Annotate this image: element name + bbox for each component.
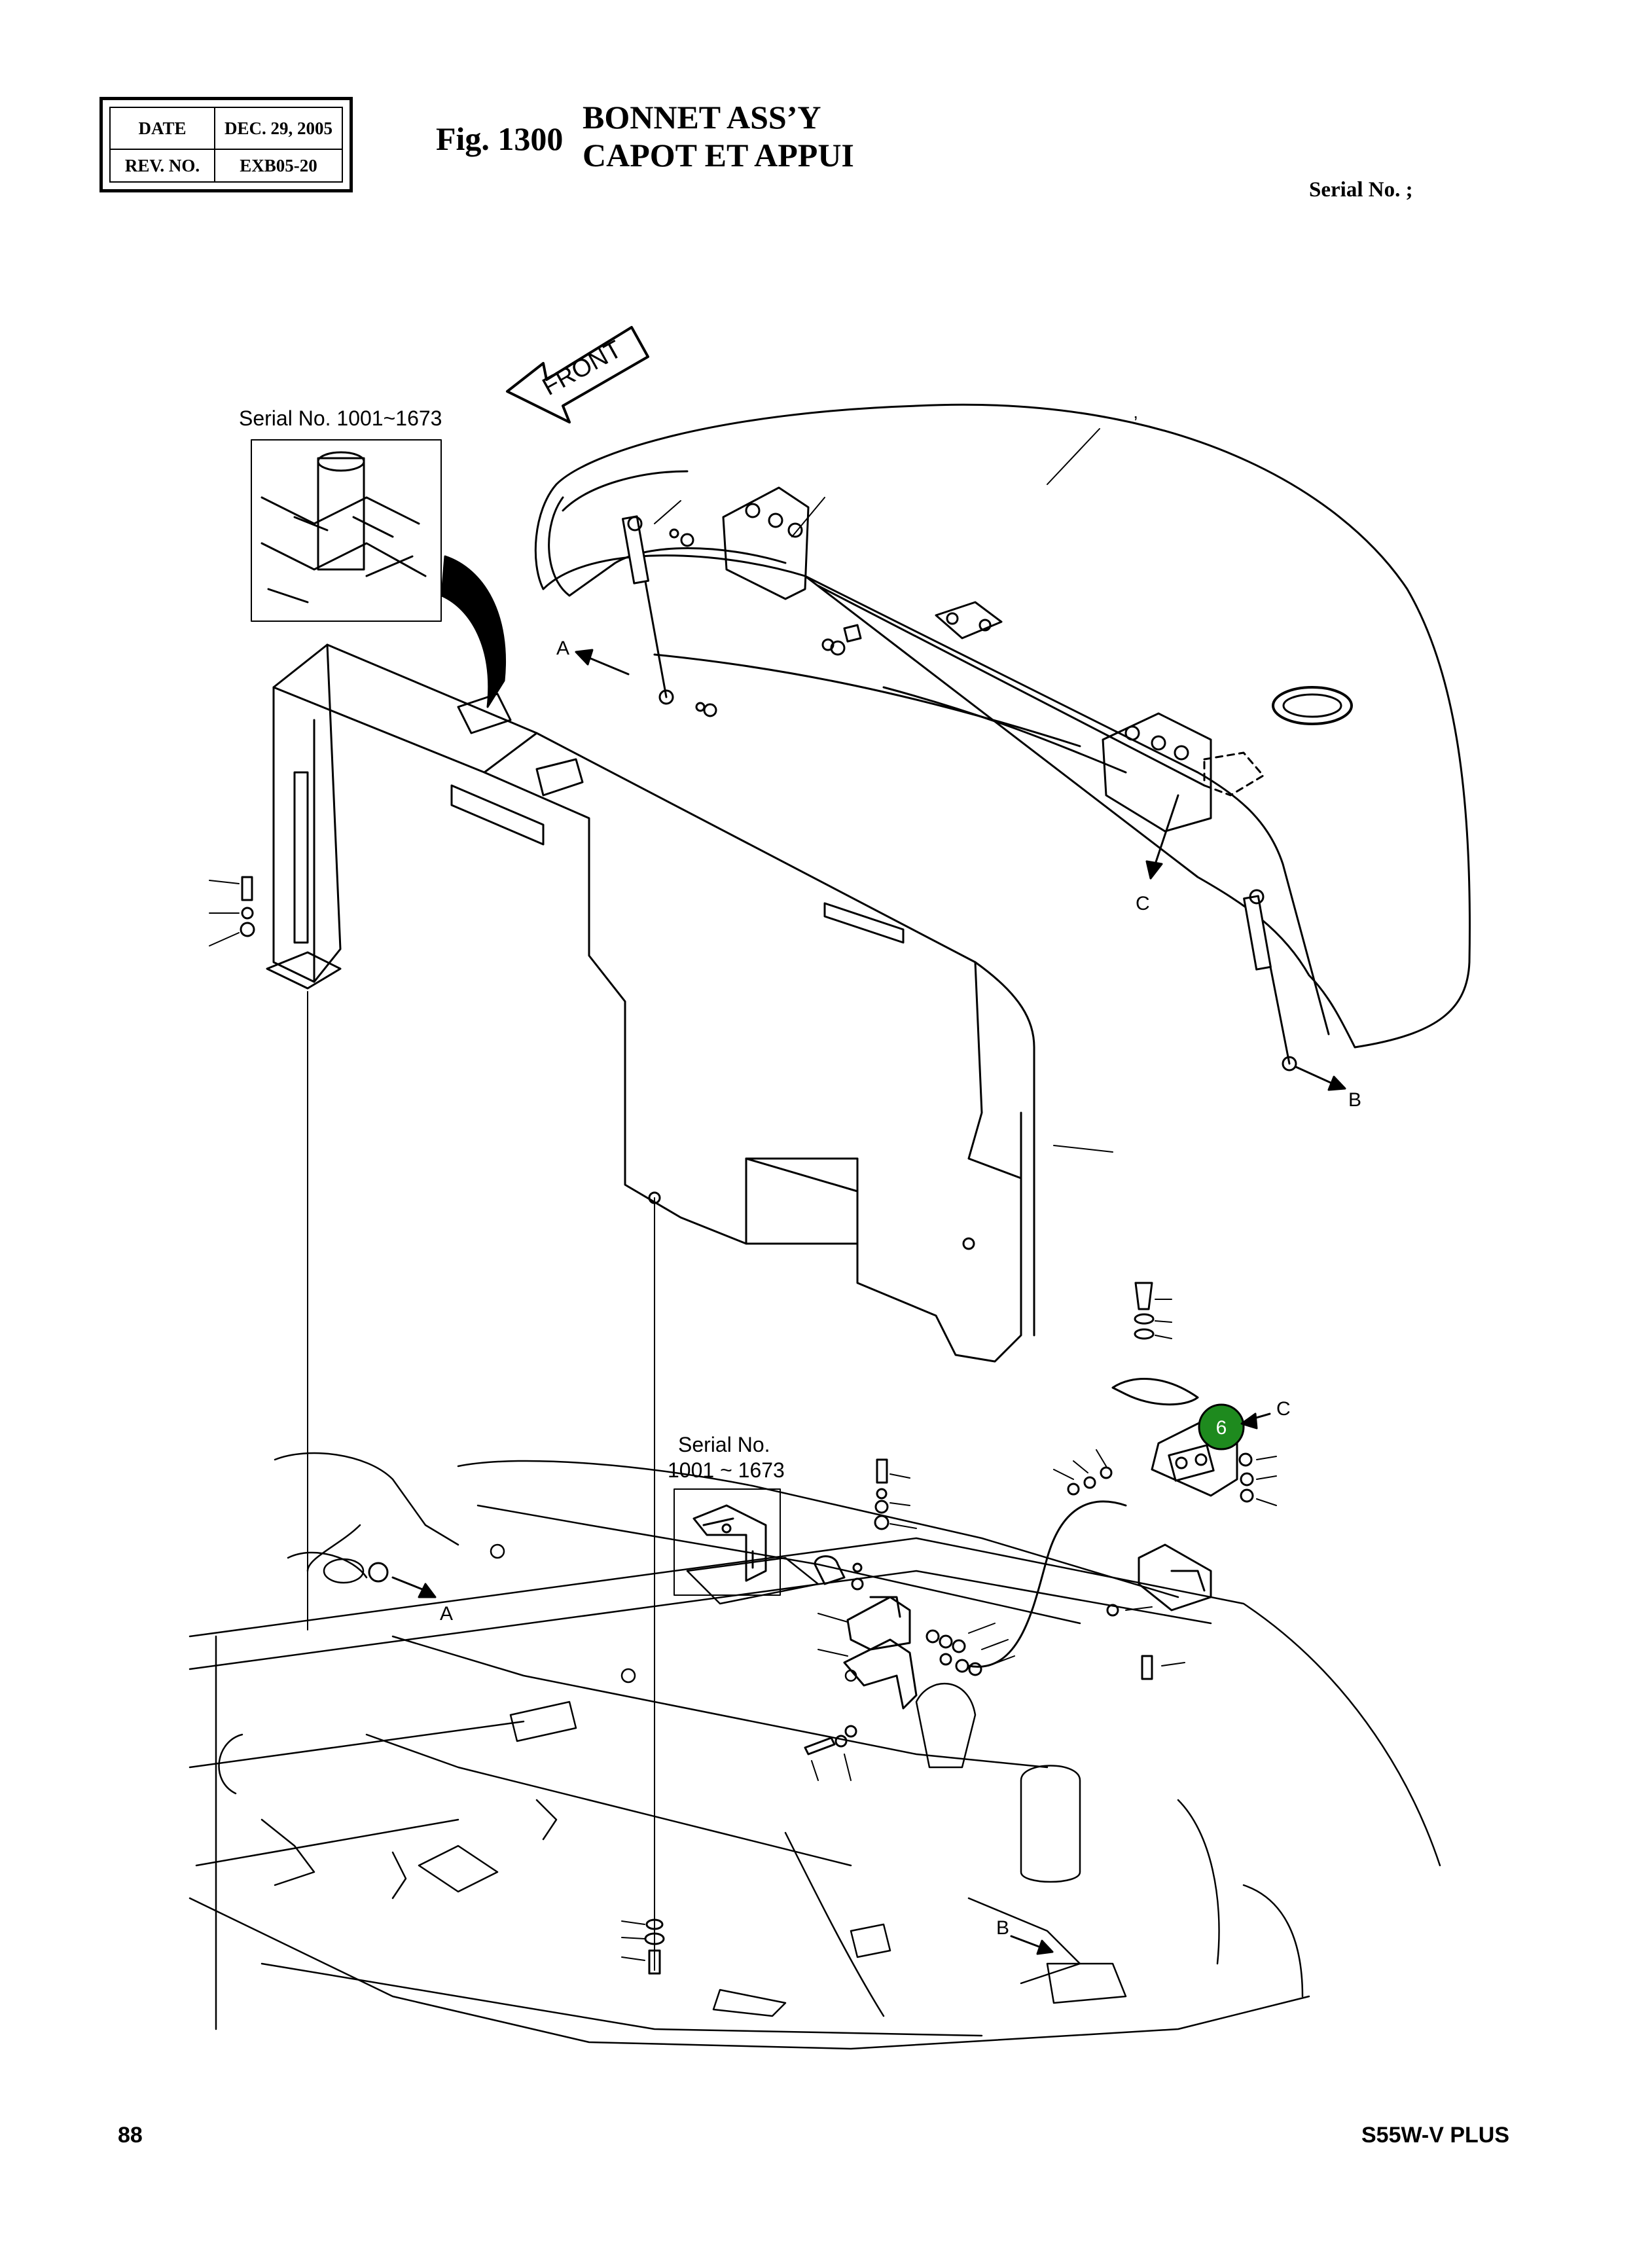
bracket-assembly-middle bbox=[804, 1458, 1015, 1781]
rev-value: EXB05-20 bbox=[240, 155, 317, 175]
part-callout-6-circle bbox=[1198, 1403, 1245, 1450]
page-number: 88 bbox=[118, 2123, 143, 2148]
bonnet-tick-mark: ’ bbox=[1134, 412, 1138, 433]
callout-a-lower-label: A bbox=[440, 1603, 453, 1625]
inset-pointer-arrow bbox=[440, 555, 506, 708]
title-line-french: CAPOT ET APPUI bbox=[583, 137, 854, 173]
rev-label: REV. NO. bbox=[111, 150, 215, 181]
callout-a-upper-label: A bbox=[556, 638, 569, 659]
release-cable bbox=[967, 1500, 1127, 1668]
figure-title: BONNET ASS’Y CAPOT ET APPUI bbox=[583, 98, 854, 174]
callout-a-lower: A bbox=[368, 1562, 453, 1625]
callout-c-lower-label: C bbox=[1276, 1398, 1291, 1420]
serial-number-header: Serial No. ; bbox=[1309, 178, 1413, 202]
title-line-english: BONNET ASS’Y bbox=[583, 99, 821, 135]
inset-serial-label-bottom-1: Serial No. bbox=[678, 1433, 770, 1456]
frame-bolts-left bbox=[209, 876, 255, 946]
callout-b-upper: B bbox=[1295, 1066, 1361, 1111]
lower-chassis-frame bbox=[189, 1452, 1441, 2050]
inset-detail-top bbox=[251, 439, 442, 622]
figure-number: Fig. 1300 bbox=[436, 120, 564, 157]
callout-b-upper-label: B bbox=[1348, 1089, 1361, 1111]
model-name: S55W-V PLUS bbox=[1361, 2123, 1510, 2148]
part-callout-6: 6 bbox=[1198, 1403, 1271, 1450]
callout-b-lower-label: B bbox=[996, 1917, 1009, 1939]
callout-c-upper: C bbox=[1136, 794, 1179, 914]
bonnet-support-frame bbox=[266, 643, 1035, 1363]
latch-assembly-right bbox=[1053, 1282, 1277, 1680]
callout-a-upper: A bbox=[556, 638, 630, 675]
bonnet-cover bbox=[534, 403, 1471, 1049]
hinge-bolts-left bbox=[669, 528, 862, 717]
revision-info-table: DATE DEC. 29, 2005 REV. NO. EXB05-20 bbox=[99, 97, 353, 192]
revision-info-grid: DATE DEC. 29, 2005 REV. NO. EXB05-20 bbox=[109, 107, 343, 183]
frame-bolts-bottom bbox=[621, 1918, 665, 1975]
gas-spring-right bbox=[1243, 889, 1297, 1071]
date-value: DEC. 29, 2005 bbox=[215, 108, 342, 150]
part-callout-6-number: 6 bbox=[1216, 1417, 1227, 1439]
inset-serial-label-top: Serial No. 1001~1673 bbox=[239, 406, 442, 430]
inset-detail-bottom bbox=[673, 1488, 781, 1596]
front-direction-arrow: FRONT bbox=[506, 326, 649, 423]
inset-serial-label-bottom-2: 1001 ~ 1673 bbox=[668, 1458, 785, 1482]
callout-c-upper-label: C bbox=[1136, 893, 1150, 914]
front-arrow-label: FRONT bbox=[538, 336, 626, 401]
date-label: DATE bbox=[111, 108, 215, 150]
gas-spring-left bbox=[621, 515, 674, 705]
callout-b-lower: B bbox=[996, 1917, 1054, 1955]
